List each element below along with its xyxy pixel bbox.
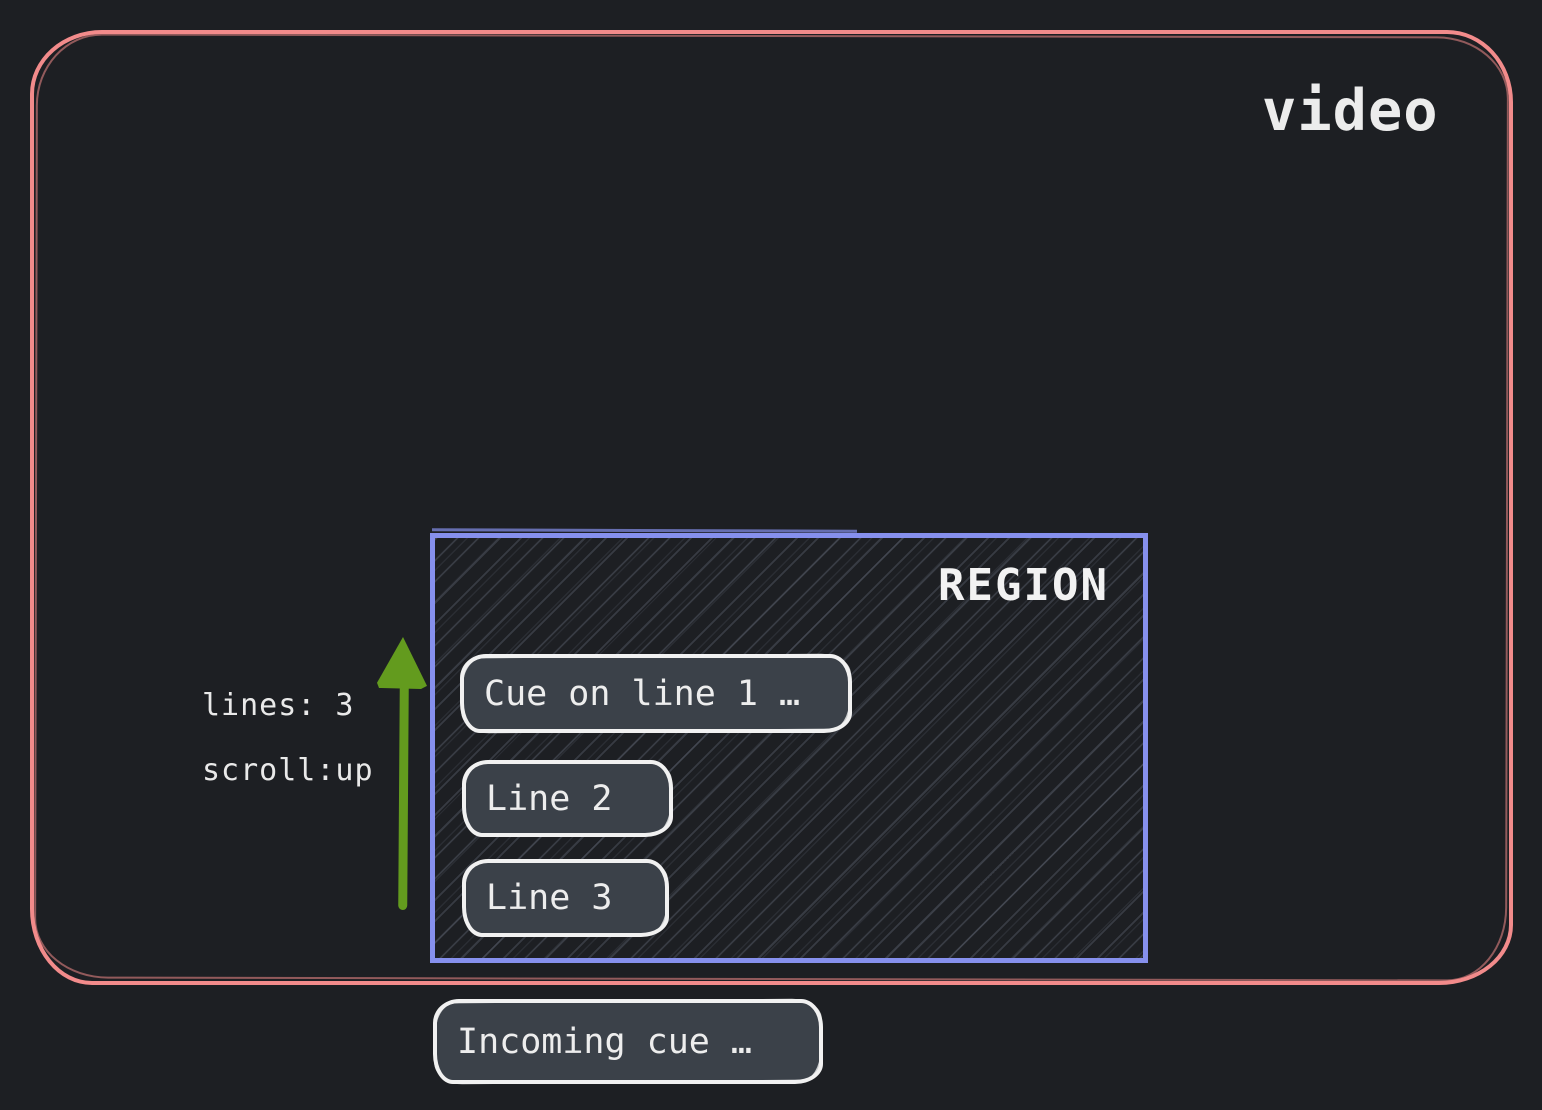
incoming-cue-box: Incoming cue …: [433, 999, 823, 1084]
cue-box-line-3-label: Line 3: [486, 878, 613, 918]
cue-box-line-3: Line 3: [462, 859, 669, 937]
region-label: REGION: [938, 560, 1109, 611]
scroll-up-arrow-shaft: [398, 681, 409, 911]
video-frame: [30, 30, 1513, 985]
lines-annotation: lines: 3: [202, 688, 355, 723]
scroll-annotation: scroll:up: [202, 753, 374, 788]
video-label: video: [1262, 78, 1439, 144]
subtitle-region: REGION Cue on line 1 … Line 2 Line 3: [430, 533, 1148, 963]
cue-box-line-2-label: Line 2: [486, 778, 613, 819]
cue-box-line-1: Cue on line 1 …: [460, 654, 852, 733]
incoming-cue-label: Incoming cue …: [457, 1021, 753, 1062]
cue-box-line-2: Line 2: [462, 760, 673, 837]
cue-box-line-1-label: Cue on line 1 …: [484, 673, 801, 714]
